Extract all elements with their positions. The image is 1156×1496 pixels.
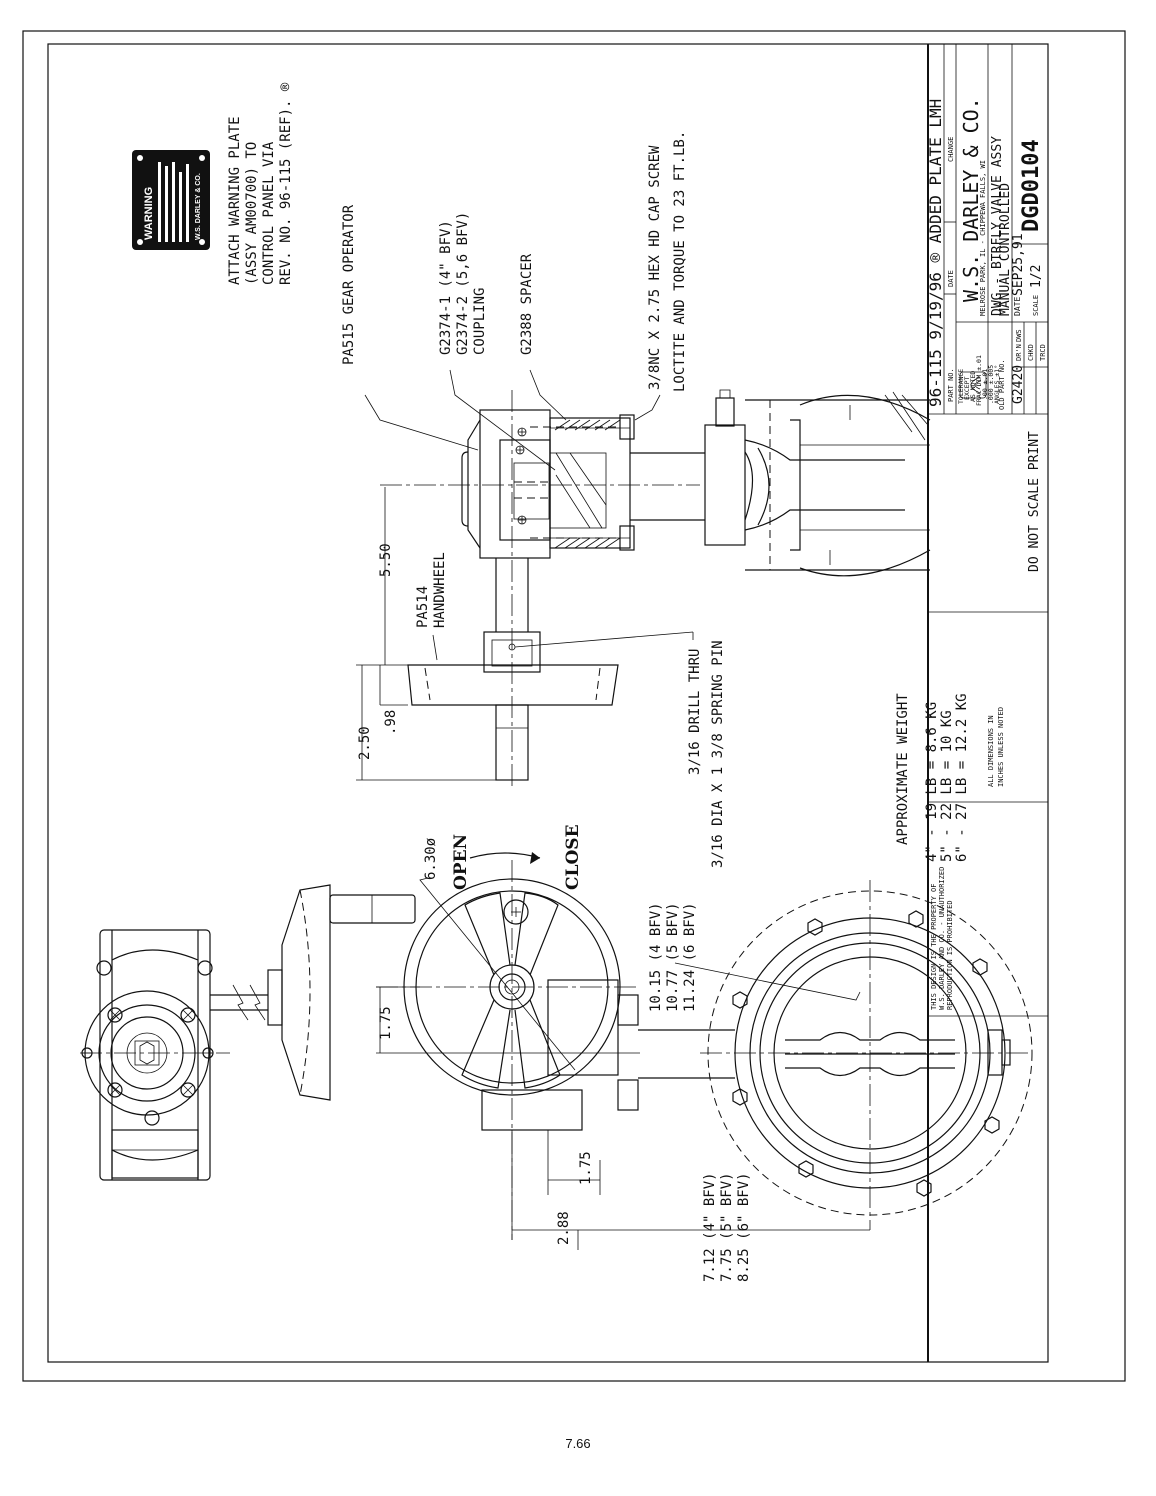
open-label: OPEN: [451, 834, 471, 890]
dim-7-12: 7.12 (4" BFV): [702, 1172, 718, 1282]
weight-title: APPROXIMATE WEIGHT: [895, 693, 911, 845]
drill-label-2: 3/16 DIA X 1 3/8 SPRING PIN: [710, 640, 726, 868]
dim-6-30-dia: 6.30ø: [423, 837, 439, 880]
company-address: MELROSE PARK, IL - CHIPPEWA FALLS, WI: [979, 160, 987, 316]
dim-2-50: 2.50: [357, 726, 373, 760]
warning-heading: WARNING: [143, 187, 155, 240]
dim-1-75-bottom: 1.75: [578, 1151, 594, 1185]
attach-note-1: ATTACH WARNING PLATE: [227, 116, 243, 285]
dim-11-24: 11.24 (6 BFV): [682, 902, 698, 1012]
drawing-number: DGD0104: [1019, 139, 1044, 232]
warning-plate: WARNING W.S. DARLEY & CO.: [132, 150, 210, 250]
rev-header-change: CHANGE: [947, 137, 955, 162]
tolerance-3: AS NOTED: [969, 371, 977, 402]
date-value: SEP25,91: [1011, 233, 1026, 296]
description-line-1: DWG - BTRFLY VALVE ASSY: [990, 136, 1005, 316]
coupling-label-2: G2374-2 (5,6 BFV): [455, 212, 471, 355]
rev-header-part: PART NO.: [947, 368, 955, 402]
side-view: 5.50 2.50 .98: [356, 369, 931, 790]
scale-label: SCALE: [1032, 295, 1040, 316]
weight-6-inch: 6" - 27 LB = 12.2 KG: [954, 693, 970, 862]
rev-header-date: DATE: [947, 270, 955, 287]
scale-value: 1/2: [1029, 265, 1044, 288]
tolerance-7: ANGLES ±1°: [993, 365, 1001, 404]
attach-note: ATTACH WARNING PLATE (ASSY AM00700) TO C…: [227, 82, 294, 285]
weight-table: APPROXIMATE WEIGHT 4" - 19 LB = 8.6 KG 5…: [895, 693, 970, 862]
title-block: 96-115 9/19/96 ® ADDED PLATE LMH PART NO…: [926, 44, 1048, 1362]
cap-screw-label-2: LOCTITE AND TORQUE TO 23 FT.LB.: [672, 131, 688, 392]
property-note-3: REPRODUCTION IS PROHIBITED: [946, 900, 954, 1010]
dim-1-75-top: 1.75: [378, 1006, 394, 1040]
tolerance-5: .00 ±.01: [981, 369, 989, 400]
drn-value: DWS: [1015, 329, 1023, 342]
handwheel-label-2: HANDWHEEL: [432, 552, 448, 628]
cap-screw-label-1: 3/8NC X 2.75 HEX HD CAP SCREW: [647, 145, 663, 390]
gear-operator-label: PA515 GEAR OPERATOR: [341, 204, 357, 365]
property-note-1: THIS DESIGN IS THE PROPERTY OF: [930, 884, 938, 1010]
front-view: 6.30ø OPEN CLOSE: [376, 824, 1033, 1282]
tolerance-6: .000 ±.005: [987, 365, 995, 404]
dimensions-note-1: ALL DIMENSIONS IN: [987, 715, 995, 787]
dim-5-50: 5.50: [378, 543, 394, 577]
date-label: DATE: [1013, 297, 1022, 316]
trcd-label: TRCD: [1039, 344, 1047, 361]
do-not-scale: DO NOT SCALE PRINT: [1027, 431, 1042, 572]
inner-border: [47, 43, 1049, 1363]
attach-note-4: REV. NO. 96-115 (REF). ®: [278, 82, 294, 285]
dim-2-88: 2.88: [556, 1211, 572, 1245]
flange-bolts: [732, 910, 1000, 1197]
spacer-label: G2388 SPACER: [519, 253, 535, 355]
weight-5-inch: 5" - 22 LB = 10 KG: [939, 710, 955, 862]
coupling-label-1: G2374-1 (4" BFV): [438, 220, 454, 355]
attach-note-2: (ASSY AM00700) TO: [244, 142, 260, 285]
dim-10-77: 10.77 (5 BFV): [665, 902, 681, 1012]
drn-label: DR'N: [1015, 344, 1023, 361]
dim-0-98: .98: [383, 710, 399, 735]
dim-7-75: 7.75 (5" BFV): [719, 1172, 735, 1282]
drawing-border: [22, 30, 1126, 1382]
old-part-no: G2420: [1011, 365, 1026, 404]
attach-note-3: CONTROL PANEL VIA: [261, 141, 277, 285]
handwheel-label-1: PA514: [415, 586, 431, 628]
warning-maker: W.S. DARLEY & CO.: [195, 173, 202, 240]
tolerance-2: EXCEPT: [963, 376, 971, 400]
description-line-2: MANUAL CONTROLLED: [998, 183, 1013, 316]
close-label: CLOSE: [563, 824, 583, 890]
darley-logo: [959, 371, 987, 399]
chkd-label: CHKD: [1027, 344, 1035, 361]
company-name: W.S. DARLEY & CO.: [959, 97, 983, 302]
weight-4-inch: 4" - 19 LB = 8.6 KG: [924, 702, 940, 862]
drill-label-1: 3/16 DRILL THRU: [687, 649, 703, 775]
page-number: 7.66: [565, 1436, 591, 1451]
coupling-label-3: COUPLING: [472, 288, 488, 355]
tolerance-4: FRAC DIM ±.01: [975, 355, 983, 406]
dim-8-25: 8.25 (6" BFV): [736, 1172, 752, 1282]
dimensions-note-2: INCHES UNLESS NOTED: [997, 707, 1005, 787]
old-part-label: OLD PART NO.: [998, 359, 1006, 410]
dim-10-15: 10.15 (4 BFV): [648, 902, 664, 1012]
end-view: [80, 884, 416, 1181]
revision-line: 96-115 9/19/96 ® ADDED PLATE LMH: [926, 99, 945, 407]
tolerance-1: TOLERANCE: [957, 369, 965, 404]
